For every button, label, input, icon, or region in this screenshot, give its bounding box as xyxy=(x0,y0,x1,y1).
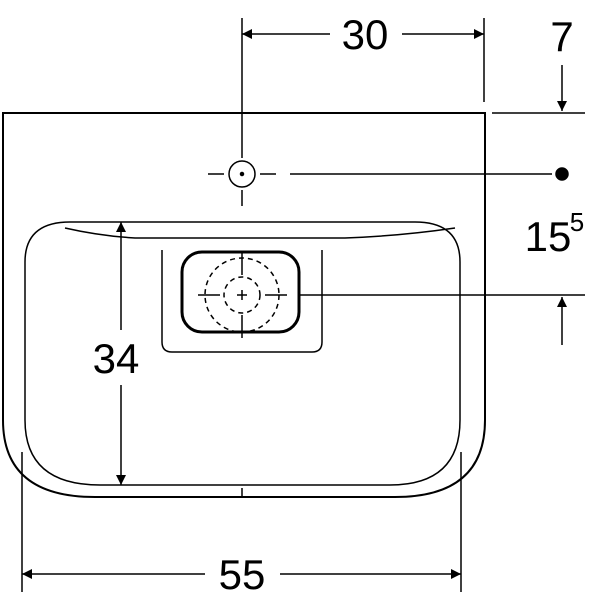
drain-tray xyxy=(161,250,323,353)
dim-15-superscript: 5 xyxy=(570,207,584,237)
shelf-line xyxy=(64,227,456,239)
dim-7-label: 7 xyxy=(550,13,573,60)
dim-55-label: 55 xyxy=(219,551,266,598)
dim-30-lines xyxy=(241,18,485,130)
basin-outline xyxy=(2,112,486,498)
drain-inner-dashed xyxy=(223,276,261,314)
dim-34-label: 34 xyxy=(93,335,140,382)
centerline-dot xyxy=(555,167,569,181)
tap-hole-centerlines xyxy=(208,130,276,206)
dim-30-label: 30 xyxy=(342,11,389,58)
drain-centerlines xyxy=(198,252,287,338)
dim-15-label: 15 xyxy=(525,213,572,260)
bowl-outline xyxy=(24,221,461,486)
drain-cover xyxy=(180,250,301,334)
tap-hole xyxy=(228,160,256,188)
